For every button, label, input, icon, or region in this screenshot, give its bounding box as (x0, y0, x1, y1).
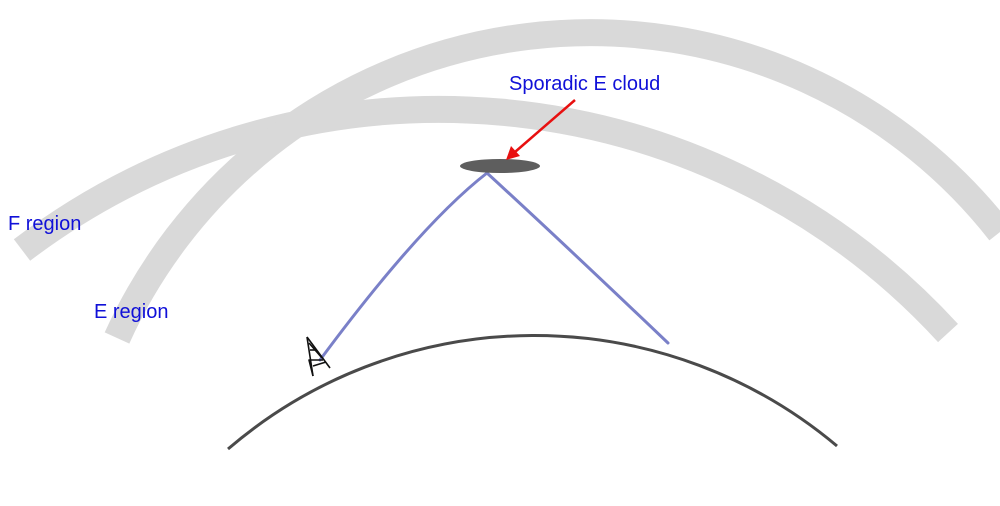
e-region-label: E region (94, 301, 169, 323)
arrow-head (506, 146, 520, 160)
signal-path (318, 171, 670, 362)
f-region-band (13, 95, 958, 343)
arrow-shaft (514, 99, 576, 153)
e-region-band (104, 19, 1000, 344)
sporadic-e-cloud-label: Sporadic E cloud (509, 73, 660, 95)
f-region-label: F region (8, 213, 81, 235)
sporadic-e-cloud (460, 159, 540, 173)
earth-surface (227, 334, 838, 451)
arrow-icon (506, 99, 576, 160)
radio-tower-icon (306, 336, 331, 377)
